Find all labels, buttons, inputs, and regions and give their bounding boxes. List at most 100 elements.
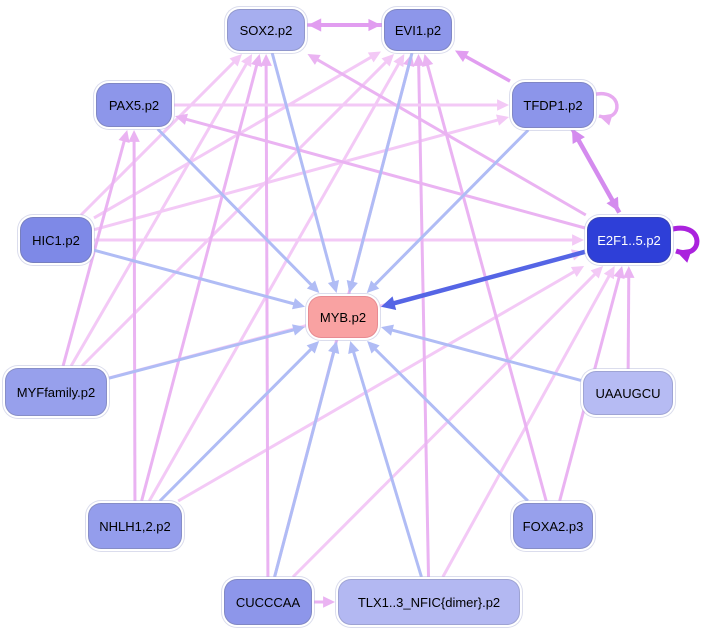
edge-nhlh-myb — [158, 341, 320, 503]
edge-e2f1-pax5 — [175, 113, 586, 230]
arrowhead-icon — [603, 266, 615, 280]
arrowhead-icon — [175, 113, 188, 125]
node-hic1[interactable]: HIC1.p2 — [20, 217, 92, 263]
node-label: UAAUGCU — [595, 385, 661, 401]
node-myb[interactable]: MYB.p2 — [308, 296, 378, 338]
edge-myf-evi1 — [80, 54, 394, 368]
node-nhlh[interactable]: NHLH1,2.p2 — [88, 503, 182, 549]
arrowhead-icon — [412, 54, 425, 67]
node-uaaugcu[interactable]: UAAUGCU — [583, 371, 673, 415]
edge-myf-myb — [108, 324, 305, 380]
arrowhead-icon — [497, 99, 509, 111]
arrowhead-icon — [306, 341, 320, 354]
edge-evi1-myb — [346, 52, 414, 293]
edge-hic1-evi1 — [93, 51, 381, 220]
edge-e2f1-myb — [381, 249, 586, 310]
node-label: NHLH1,2.p2 — [99, 518, 171, 534]
node-label: TLX1..3_NFIC{dimer}.p2 — [357, 594, 501, 610]
edge-e2f1-sox2 — [307, 54, 587, 217]
arrowhead-icon — [422, 54, 434, 67]
edge-foxa2-myb — [367, 341, 529, 503]
arrowhead-icon — [260, 54, 272, 66]
arrowhead-icon — [367, 341, 380, 354]
arrowhead-icon — [306, 280, 320, 293]
arrowhead-icon — [572, 234, 584, 246]
node-label: TFDP1.p2 — [523, 97, 583, 113]
node-tfdp1[interactable]: TFDP1.p2 — [512, 82, 594, 128]
edge-evi1-sox2 — [308, 18, 382, 32]
self-loop-e2f1 — [668, 225, 700, 263]
node-label: HIC1.p2 — [32, 232, 80, 248]
arrowhead-icon — [570, 266, 585, 277]
edge-myf-sox2 — [69, 54, 253, 367]
edge-tlx1-evi1 — [412, 54, 431, 578]
edge-cucccaa-sox2 — [260, 54, 272, 578]
node-myf[interactable]: MYFfamily.p2 — [5, 368, 107, 416]
node-tlx1[interactable]: TLX1..3_NFIC{dimer}.p2 — [338, 579, 520, 625]
self-loop-tfdp1 — [591, 91, 619, 126]
edge-e2f1-tfdp1 — [571, 128, 622, 214]
arrowhead-icon — [366, 280, 380, 293]
arrowhead-icon — [381, 296, 397, 310]
arrowhead-icon — [393, 54, 405, 68]
edge-hic1-e2f1 — [94, 234, 584, 246]
arrowhead-icon — [346, 280, 358, 293]
arrowhead-icon — [623, 266, 635, 278]
edge-cucccaa-tlx1 — [314, 596, 335, 608]
arrowhead-icon — [613, 266, 625, 279]
node-e2f1[interactable]: E2F1..5.p2 — [587, 217, 671, 263]
node-label: PAX5.p2 — [108, 97, 160, 113]
edge-sox2-myb — [270, 52, 340, 293]
edge-pax5-myb — [156, 127, 320, 293]
edge-pax5-tfdp1 — [174, 99, 509, 111]
edge-tlx1-myb — [348, 341, 423, 578]
arrowhead-icon — [229, 54, 242, 67]
arrowhead-icon — [292, 298, 305, 310]
edge-hic1-myb — [93, 248, 305, 310]
arrowhead-icon — [381, 324, 394, 336]
arrowhead-icon — [455, 50, 469, 63]
edge-cucccaa-myb — [273, 341, 340, 578]
arrowhead-icon — [676, 248, 693, 263]
node-label: FOXA2.p3 — [522, 518, 584, 534]
node-label: MYFfamily.p2 — [16, 384, 96, 400]
node-label: CUCCCAA — [235, 594, 301, 610]
node-pax5[interactable]: PAX5.p2 — [96, 83, 172, 127]
edge-nhlh-e2f1 — [177, 266, 585, 503]
edge-nhlh-pax5 — [128, 130, 140, 502]
arrowhead-icon — [590, 266, 604, 279]
node-sox2[interactable]: SOX2.p2 — [227, 9, 305, 51]
edge-myf-pax5 — [61, 130, 130, 367]
node-label: SOX2.p2 — [239, 22, 293, 38]
arrowhead-icon — [323, 596, 335, 608]
arrowhead-icon — [599, 113, 613, 126]
arrowhead-icon — [118, 130, 130, 143]
edge-tfdp1-myb — [366, 128, 530, 293]
edge-uaaugcu-myb — [381, 324, 582, 382]
node-label: EVI1.p2 — [394, 22, 442, 38]
arrowhead-icon — [241, 54, 253, 68]
edge-hic1-sox2 — [79, 54, 242, 217]
edge-nhlh-evi1 — [147, 54, 405, 502]
edge-tfdp1-evi1 — [455, 50, 511, 83]
arrowhead-icon — [367, 51, 381, 63]
arrowhead-icon — [292, 324, 305, 336]
arrowhead-icon — [308, 18, 322, 32]
arrowhead-icon — [128, 130, 140, 142]
arrowhead-icon — [307, 54, 321, 65]
node-foxa2[interactable]: FOXA2.p3 — [513, 503, 593, 549]
node-evi1[interactable]: EVI1.p2 — [384, 9, 452, 51]
edge-uaaugcu-e2f1 — [623, 266, 635, 370]
edge-nhlh-sox2 — [140, 54, 263, 502]
arrowhead-icon — [348, 341, 360, 355]
arrowhead-icon — [571, 128, 585, 145]
arrowhead-icon — [327, 280, 340, 293]
node-cucccaa[interactable]: CUCCCAA — [224, 579, 312, 625]
arrowhead-icon — [328, 341, 340, 354]
arrowhead-icon — [496, 114, 509, 126]
node-label: E2F1..5.p2 — [597, 232, 661, 248]
arrowhead-icon — [251, 54, 263, 67]
edge-cucccaa-e2f1 — [291, 266, 604, 579]
